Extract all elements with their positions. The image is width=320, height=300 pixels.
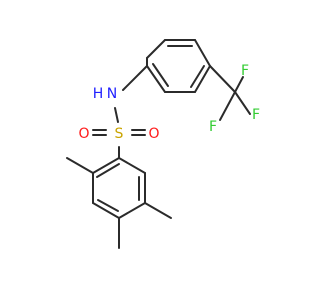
oxygen-atom-left: O: [78, 126, 89, 142]
double-bond: [152, 63, 169, 87]
sulfur-atom: S: [115, 126, 124, 142]
phenyl-ring: [146, 39, 211, 93]
molecule-canvas: N H S O O F F F: [66, 39, 261, 249]
bond: [209, 65, 236, 93]
bond: [146, 39, 166, 59]
methyl-bond: [66, 157, 94, 174]
bond: [92, 202, 120, 219]
fluorine-atom-bottom: F: [209, 119, 217, 135]
bond: [219, 91, 236, 121]
bond: [234, 91, 251, 115]
bond: [122, 65, 148, 91]
double-bond: [190, 65, 205, 88]
bond: [234, 76, 244, 93]
bond: [146, 65, 166, 93]
fluorine-atom-top: F: [241, 63, 249, 79]
double-bond: [96, 163, 120, 178]
double-bond: [97, 199, 119, 212]
bond: [194, 65, 211, 93]
bond: [118, 202, 146, 219]
molecule-structure: N H S O O F F F: [66, 39, 260, 249]
bond: [114, 107, 119, 123]
fluorine-atom-right: F: [252, 107, 260, 123]
trimethylphenyl-ring: [66, 157, 172, 249]
bond: [92, 157, 120, 174]
nitrogen-atom: N: [107, 86, 117, 102]
oxygen-atom-right: O: [148, 126, 159, 142]
bond: [194, 39, 211, 67]
sulfonyl-group: [92, 129, 146, 159]
bond: [118, 157, 146, 174]
trifluoromethyl-group: [209, 65, 251, 121]
methyl-bond: [144, 202, 172, 219]
hydrogen-atom: H: [93, 86, 104, 102]
